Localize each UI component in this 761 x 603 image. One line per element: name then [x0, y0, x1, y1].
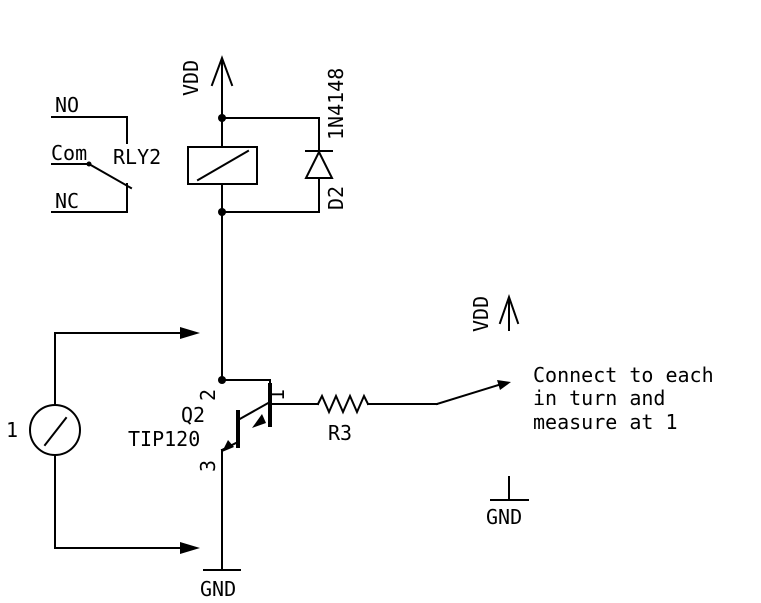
pin-base-label: 1: [265, 389, 289, 401]
diode-part-label: 1N4148: [324, 68, 348, 140]
transistor-part-label: TIP120: [128, 427, 200, 451]
resistor-r3: R3: [316, 393, 438, 445]
meter: 1: [6, 327, 200, 554]
relay-no-label: NO: [55, 93, 79, 117]
vdd-right-label: VDD: [469, 296, 493, 332]
relay-ref-label: RLY2: [113, 145, 161, 169]
pin-collector-label: 2: [196, 389, 220, 401]
note-line-3: measure at 1: [533, 410, 678, 434]
diode-d2: 1N4148 D2: [221, 68, 348, 213]
note-line-1: Connect to each: [533, 363, 714, 387]
pin-emitter-label: 3: [196, 460, 220, 472]
relay-nc-label: NC: [55, 189, 79, 213]
vdd-right-symbol: VDD: [469, 293, 520, 332]
meter-label: 1: [6, 418, 18, 442]
probe-switch: [435, 380, 511, 406]
gnd-bottom-label: GND: [200, 577, 236, 601]
instruction-note: Connect to each in turn and measure at 1: [533, 363, 714, 434]
transistor-q2: 2 1 3 Q2 TIP120: [128, 379, 319, 571]
relay-coil: RLY2: [113, 114, 258, 216]
vdd-top-label: VDD: [179, 60, 203, 96]
transistor-ref-label: Q2: [181, 403, 205, 427]
gnd-bottom-symbol: GND: [200, 569, 241, 601]
vdd-top-symbol: VDD: [179, 55, 234, 119]
diode-ref-label: D2: [324, 186, 348, 210]
relay-com-label: Com: [51, 141, 87, 165]
note-line-2: in turn and: [533, 386, 665, 410]
relay-contacts: NO Com NC: [51, 93, 133, 213]
gnd-right-label: GND: [486, 505, 522, 529]
gnd-right-symbol: GND: [486, 476, 529, 529]
resistor-ref-label: R3: [328, 421, 352, 445]
collector-wire: [218, 211, 226, 384]
